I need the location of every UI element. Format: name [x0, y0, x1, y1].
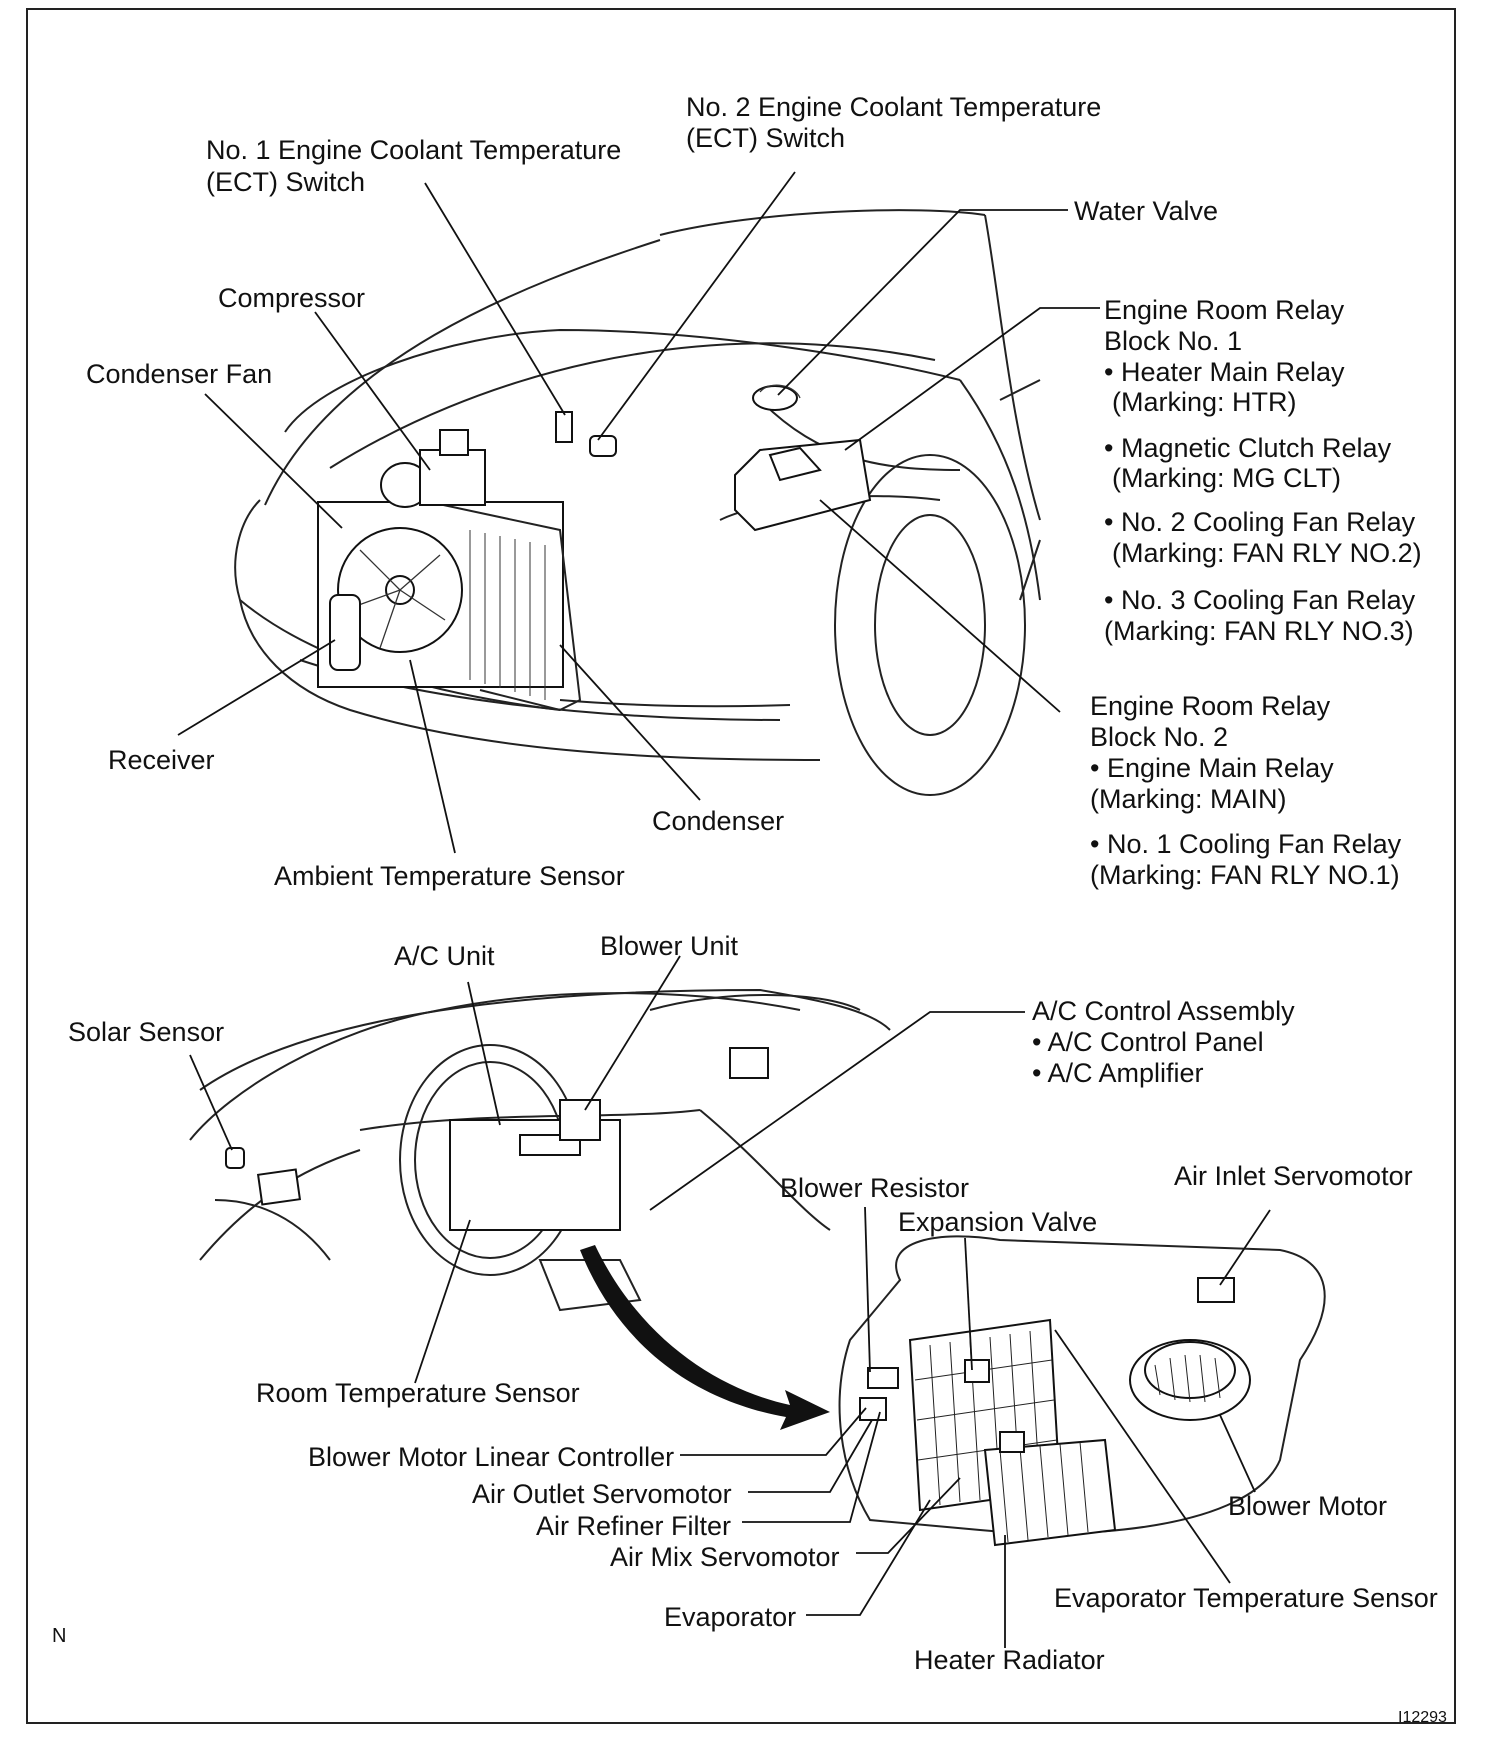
air-mix-servo-label: Air Mix Servomotor [610, 1542, 840, 1572]
ac-control-line: • A/C Control Panel [1032, 1027, 1264, 1057]
relay-block2-line: (Marking: FAN RLY NO.1) [1090, 860, 1400, 890]
figure-id: I12293 [1398, 1709, 1447, 1726]
ambient-sensor-label: Ambient Temperature Sensor [274, 861, 625, 891]
relay-block1-line: (Marking: FAN RLY NO.2) [1112, 538, 1422, 568]
room-sensor-label: Room Temperature Sensor [256, 1378, 580, 1408]
relay-block2-line: Engine Room Relay [1090, 691, 1331, 721]
relay-block1-line: (Marking: FAN RLY NO.3) [1104, 616, 1414, 646]
detail-arrow [580, 1245, 830, 1430]
relay-block1-line: (Marking: MG CLT) [1112, 463, 1342, 493]
relay-block1-line: • No. 3 Cooling Fan Relay [1104, 585, 1416, 615]
solar-sensor-label: Solar Sensor [68, 1017, 225, 1047]
leader-lines-bottom [189, 955, 1271, 1648]
blower-motor-label: Blower Motor [1228, 1491, 1388, 1521]
car-body-outline [234, 209, 1041, 796]
blower-linear-controller-label: Blower Motor Linear Controller [308, 1442, 675, 1472]
ac-control-line: • A/C Amplifier [1032, 1058, 1204, 1088]
water-valve-part [752, 384, 801, 411]
ect2-label-line2: (ECT) Switch [686, 123, 846, 153]
relay-block1-line: Engine Room Relay [1104, 295, 1345, 325]
water-valve-label: Water Valve [1074, 196, 1219, 226]
ect-switches [555, 411, 617, 457]
diagram-frame [26, 8, 1456, 1724]
relay-block2-line: Block No. 2 [1090, 722, 1229, 752]
condenser-radiator-assembly [317, 429, 582, 712]
dashboard-outline [189, 988, 891, 1312]
air-refiner-filter-label: Air Refiner Filter [536, 1511, 732, 1541]
relay-block1-line: Block No. 1 [1104, 326, 1243, 356]
condenser-label: Condenser [652, 806, 785, 836]
receiver-label: Receiver [108, 745, 215, 775]
expansion-valve-label: Expansion Valve [898, 1207, 1098, 1237]
corner-mark: N [52, 1625, 67, 1647]
heater-radiator-label: Heater Radiator [914, 1645, 1105, 1675]
air-inlet-servo-label: Air Inlet Servomotor [1174, 1161, 1413, 1191]
hvac-unit-detail [838, 1235, 1326, 1547]
relay-block2-line: (Marking: MAIN) [1090, 784, 1287, 814]
blower-unit-label: Blower Unit [600, 931, 739, 961]
air-outlet-servo-label: Air Outlet Servomotor [472, 1479, 732, 1509]
ect1-label-line1: No. 1 Engine Coolant Temperature [206, 135, 622, 165]
ect2-label-line1: No. 2 Engine Coolant Temperature [686, 92, 1102, 122]
blower-resistor-label: Blower Resistor [780, 1173, 970, 1203]
relay-block2-line: • No. 1 Cooling Fan Relay [1090, 829, 1402, 859]
relay-block-parts [734, 438, 872, 532]
evaporator-temp-sensor-label: Evaporator Temperature Sensor [1054, 1583, 1438, 1613]
relay-block2-line: • Engine Main Relay [1090, 753, 1334, 783]
evaporator-label: Evaporator [664, 1602, 797, 1632]
ect1-label-line2: (ECT) Switch [206, 167, 366, 197]
relay-block1-line: (Marking: HTR) [1112, 387, 1297, 417]
compressor-label: Compressor [218, 283, 366, 313]
relay-block1-line: • No. 2 Cooling Fan Relay [1104, 507, 1416, 537]
relay-block1-line: • Magnetic Clutch Relay [1104, 433, 1392, 463]
leader-lines-top [177, 171, 1100, 854]
ac-control-line: A/C Control Assembly [1032, 996, 1295, 1026]
relay-block1-line: • Heater Main Relay [1104, 357, 1345, 387]
condenser-fan-label: Condenser Fan [86, 359, 273, 389]
ac-unit-label: A/C Unit [394, 941, 495, 971]
